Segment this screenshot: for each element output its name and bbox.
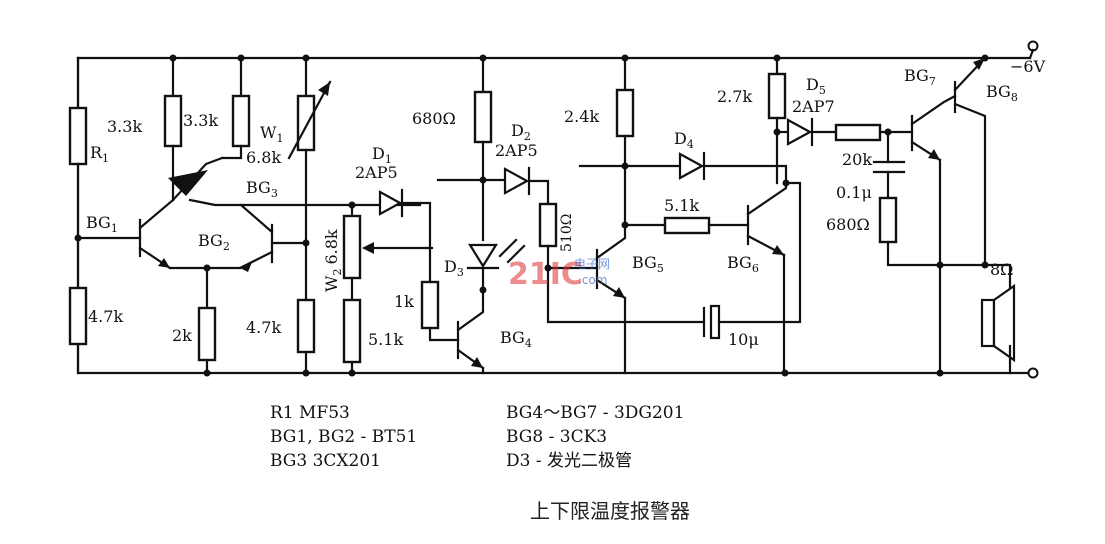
resistor-5-1k-b [623,216,750,235]
label-bg5: BG5 [632,253,664,275]
capacitor-0-1u [872,130,906,200]
potentiometer-w1 [287,56,332,302]
label-r-2-7k: 2.7k [717,87,752,106]
diode-d5 [775,117,838,147]
label-r-680: 680Ω [412,109,456,128]
capacitor-10u [546,181,802,340]
legend-right-line: BG8 - 3CK3 [506,427,607,447]
label-r-5-1k-b: 5.1k [664,196,699,215]
label-d2: D2 [511,121,531,143]
watermark-main: 21IC [508,257,583,292]
resistor-5-1k-a [342,298,362,375]
label-d5-type: 2AP7 [792,97,835,116]
diode-d2 [436,166,550,206]
label-r-6-8k: 6.8k [246,148,281,167]
legend-left-line: R1 MF53 [270,403,350,423]
label-cap-0-1u: 0.1μ [836,183,872,202]
watermark-sub2: .com [578,273,607,287]
label-d1: D1 [372,144,392,166]
legend-right-line: D3 - 发光二极管 [506,451,632,471]
label-bg6: BG6 [727,253,759,275]
diode-d4 [578,151,788,185]
label-d3: D3 [444,257,464,279]
label-r1: R1 [90,143,109,165]
watermark: 21IC 电子网 .com [508,257,610,292]
resistor-2-4k [615,56,635,227]
legend-right-line: BG4～BG7 - 3DG201 [506,403,684,423]
resistor-2k [197,266,217,375]
label-r-2k: 2k [172,326,192,345]
label-supply: −6V [1010,57,1046,76]
resistor-1k [420,246,460,342]
transistor-bg1 [76,198,175,270]
label-bg3: BG3 [246,178,278,200]
resistor-20k [834,123,914,142]
resistor-2-7k [767,56,787,185]
supply-terminals [1027,40,1039,379]
resistor-3-3k-b [220,56,251,160]
label-d5: D5 [806,75,826,97]
potentiometer-w2 [342,203,434,302]
label-r-680b: 680Ω [826,215,870,234]
label-bg8: BG8 [986,82,1018,104]
label-d4: D4 [674,129,694,151]
label-r-1k: 1k [394,292,414,311]
label-r-20k: 20k [842,150,872,169]
label-w1: W1 [260,123,283,145]
transistor-bg4 [456,288,485,375]
figure-caption: 上下限温度报警器 [530,499,690,523]
legend-left-line: BG1, BG2 - BT51 [270,427,417,447]
resistor-4-7k-left [68,236,88,375]
diode-d1 [378,188,432,250]
resistor-510 [538,202,558,270]
transistor-bg2 [168,203,308,272]
resistor-3-3k-a [163,56,183,202]
resistor-680 [473,56,493,242]
label-bg2: BG2 [198,231,230,253]
resistor-680b [878,196,987,267]
label-r-4-7k-b: 4.7k [246,318,281,337]
legend-left-line: BG3 3CX201 [270,451,381,471]
transistor-bg7 [910,94,957,375]
label-bg1: BG1 [86,213,118,235]
label-bg7: BG7 [904,66,936,88]
label-w2: W26.8k [322,229,344,292]
label-r-2-4k: 2.4k [564,107,599,126]
label-r-5-1k-a: 5.1k [368,330,403,349]
label-cap-10u: 10μ [728,330,759,349]
transistor-bg8 [953,56,987,267]
label-bg4: BG4 [500,328,532,350]
label-speaker: 8Ω [990,260,1013,279]
resistor-r1 [68,56,88,240]
watermark-sub1: 电子网 [574,257,610,271]
label-r-3-3k-b: 3.3k [183,111,218,130]
speaker-8ohm [980,263,1016,375]
label-d1-type: 2AP5 [355,163,398,182]
label-r-3-3k-a: 3.3k [107,117,142,136]
resistor-4-7k-right [296,298,316,375]
parts-legend-left: R1 MF53 BG1, BG2 - BT51 BG3 3CX201 [270,403,417,471]
led-d3 [466,238,526,292]
label-d2-type: 2AP5 [495,141,538,160]
transistor-bg5 [546,223,627,375]
label-r-510: 510Ω [559,214,575,252]
parts-legend-right: BG4～BG7 - 3DG201 BG8 - 3CK3 D3 - 发光二极管 [506,403,684,471]
label-r-4-7k-a: 4.7k [88,307,123,326]
